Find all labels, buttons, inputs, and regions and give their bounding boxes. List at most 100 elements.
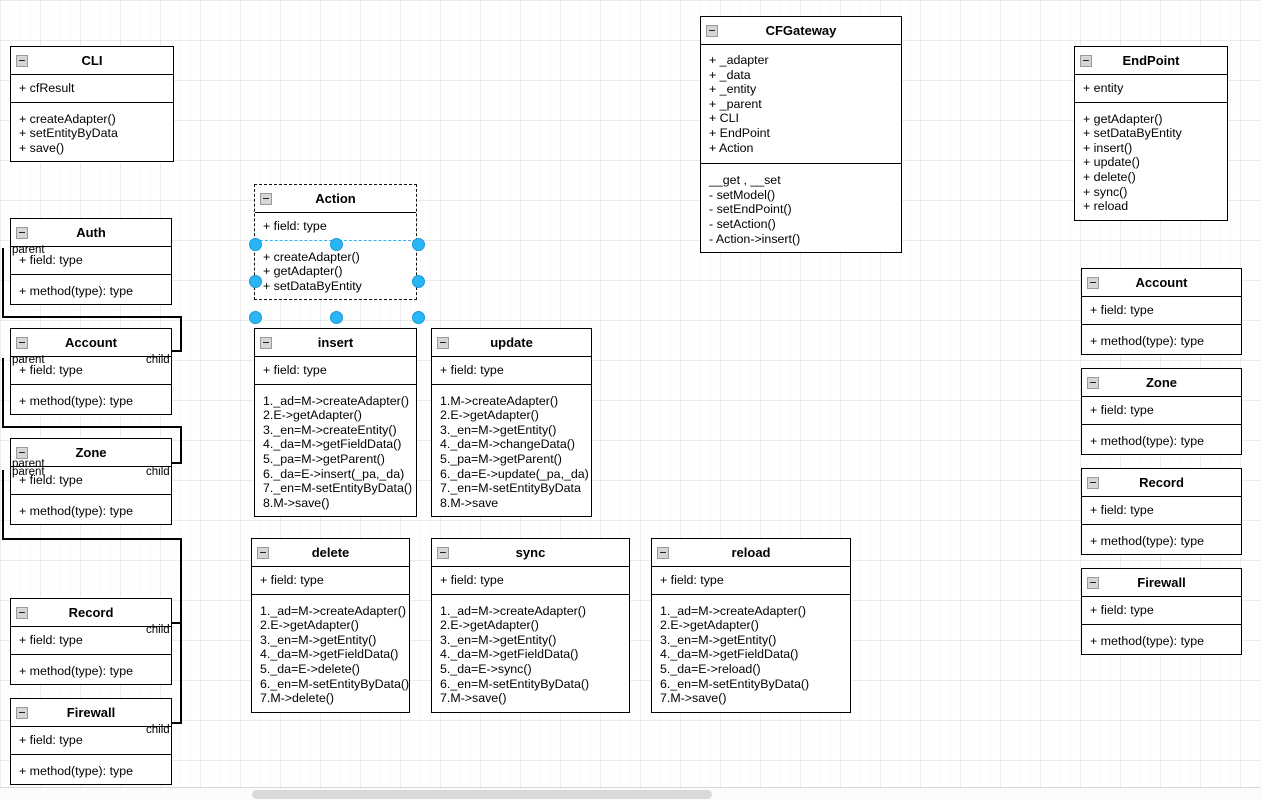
operations-compartment[interactable]: + method(type): type [1082,424,1241,455]
class-box-firewall-right[interactable]: Firewall+ field: type+ method(type): typ… [1081,568,1242,656]
class-box-cli[interactable]: CLI+ cfResult+ createAdapter()+ setEntit… [10,46,174,163]
attributes-compartment[interactable]: + field: type [11,727,171,755]
association-line[interactable] [180,538,182,624]
collapse-minus-icon[interactable] [16,54,28,67]
attributes-compartment[interactable]: + field: type [1082,297,1241,325]
operations-compartment[interactable]: 1._ad=M->createAdapter()2.E->getAdapter(… [255,384,416,517]
collapse-minus-icon[interactable] [1087,276,1099,289]
association-line[interactable] [2,470,4,538]
collapse-minus-icon[interactable] [257,546,269,559]
attributes-compartment[interactable]: + field: type [252,567,409,595]
class-title-bar[interactable]: Action [255,185,416,213]
operations-compartment[interactable]: + createAdapter()+ setEntityByData+ save… [11,102,173,162]
class-title-bar[interactable]: reload [652,539,850,567]
class-title-bar[interactable]: Account [1082,269,1241,297]
collapse-minus-icon[interactable] [260,336,272,349]
class-title-bar[interactable]: insert [255,329,416,357]
association-line[interactable] [2,538,182,540]
class-title-bar[interactable]: Record [11,599,171,627]
class-title-bar[interactable]: Zone [11,439,171,467]
operations-compartment[interactable]: + method(type): type [1082,524,1241,555]
class-box-account-left[interactable]: Account+ field: type+ method(type): type [10,328,172,416]
association-line[interactable] [180,426,182,462]
resize-handle[interactable] [411,237,425,251]
class-title-bar[interactable]: CFGateway [701,17,901,45]
horizontal-scrollbar-thumb[interactable] [252,790,712,799]
attributes-compartment[interactable]: + field: type [432,357,591,385]
attributes-compartment[interactable]: + field: type [1082,397,1241,425]
operations-compartment[interactable]: + method(type): type [11,494,171,525]
class-title-bar[interactable]: Record [1082,469,1241,497]
resize-handle[interactable] [411,274,425,288]
collapse-minus-icon[interactable] [1080,54,1092,67]
class-box-firewall-left[interactable]: Firewall+ field: type+ method(type): typ… [10,698,172,786]
association-line[interactable] [2,426,182,428]
class-title-bar[interactable]: Auth [11,219,171,247]
operations-compartment[interactable]: 1._ad=M->createAdapter()2.E->getAdapter(… [252,594,409,712]
operations-compartment[interactable]: + method(type): type [11,754,171,785]
attributes-compartment[interactable]: + cfResult [11,75,173,103]
attributes-compartment[interactable]: + field: type [11,467,171,495]
class-title-bar[interactable]: delete [252,539,409,567]
attributes-compartment[interactable]: + field: type [652,567,850,595]
operations-compartment[interactable]: 1._ad=M->createAdapter()2.E->getAdapter(… [432,594,629,712]
resize-handle[interactable] [248,310,262,324]
collapse-minus-icon[interactable] [260,192,272,205]
attributes-compartment[interactable]: + field: type [1082,497,1241,525]
attributes-compartment[interactable]: + field: type [1082,597,1241,625]
class-title-bar[interactable]: CLI [11,47,173,75]
horizontal-scrollbar-track[interactable] [0,787,1261,800]
resize-handle[interactable] [248,274,262,288]
operations-compartment[interactable]: + method(type): type [11,654,171,685]
association-line[interactable] [2,248,4,316]
attributes-compartment[interactable]: + field: type [255,357,416,385]
attributes-compartment[interactable]: + entity [1075,75,1227,103]
association-line[interactable] [180,622,182,724]
class-title-bar[interactable]: sync [432,539,629,567]
collapse-minus-icon[interactable] [437,336,449,349]
class-box-endpoint[interactable]: EndPoint+ entity+ getAdapter()+ setDataB… [1074,46,1228,221]
collapse-minus-icon[interactable] [16,706,28,719]
attributes-compartment[interactable]: + field: type [255,213,416,241]
operations-compartment[interactable]: + method(type): type [1082,624,1241,655]
operations-compartment[interactable]: + getAdapter()+ setDataByEntity+ insert(… [1075,102,1227,220]
class-title-bar[interactable]: Zone [1082,369,1241,397]
association-line[interactable] [180,316,182,352]
collapse-minus-icon[interactable] [437,546,449,559]
resize-handle[interactable] [248,237,262,251]
association-line[interactable] [2,358,4,426]
collapse-minus-icon[interactable] [706,24,718,37]
operations-compartment[interactable]: + method(type): type [1082,324,1241,355]
attributes-compartment[interactable]: + field: type [11,627,171,655]
collapse-minus-icon[interactable] [657,546,669,559]
class-title-bar[interactable]: Account [11,329,171,357]
class-box-action[interactable]: Action+ field: type+ createAdapter()+ ge… [254,184,417,301]
class-title-bar[interactable]: update [432,329,591,357]
resize-handle[interactable] [411,310,425,324]
operations-compartment[interactable]: 1.M->createAdapter()2.E->getAdapter()3._… [432,384,591,517]
class-box-cfgateway[interactable]: CFGateway+ _adapter+ _data+ _entity+ _pa… [700,16,902,254]
operations-compartment[interactable]: + method(type): type [11,274,171,305]
resize-handle[interactable] [329,310,343,324]
resize-handle[interactable] [329,237,343,251]
collapse-minus-icon[interactable] [16,606,28,619]
class-box-zone-left[interactable]: Zone+ field: type+ method(type): type [10,438,172,526]
class-box-zone-right[interactable]: Zone+ field: type+ method(type): type [1081,368,1242,456]
association-line[interactable] [2,316,182,318]
collapse-minus-icon[interactable] [1087,576,1099,589]
collapse-minus-icon[interactable] [1087,376,1099,389]
class-title-bar[interactable]: Firewall [11,699,171,727]
operations-compartment[interactable]: 1._ad=M->createAdapter()2.E->getAdapter(… [652,594,850,712]
class-box-auth[interactable]: Auth+ field: type+ method(type): type [10,218,172,306]
operations-compartment[interactable]: + method(type): type [11,384,171,415]
collapse-minus-icon[interactable] [16,226,28,239]
class-title-bar[interactable]: EndPoint [1075,47,1227,75]
attributes-compartment[interactable]: + field: type [432,567,629,595]
collapse-minus-icon[interactable] [16,336,28,349]
